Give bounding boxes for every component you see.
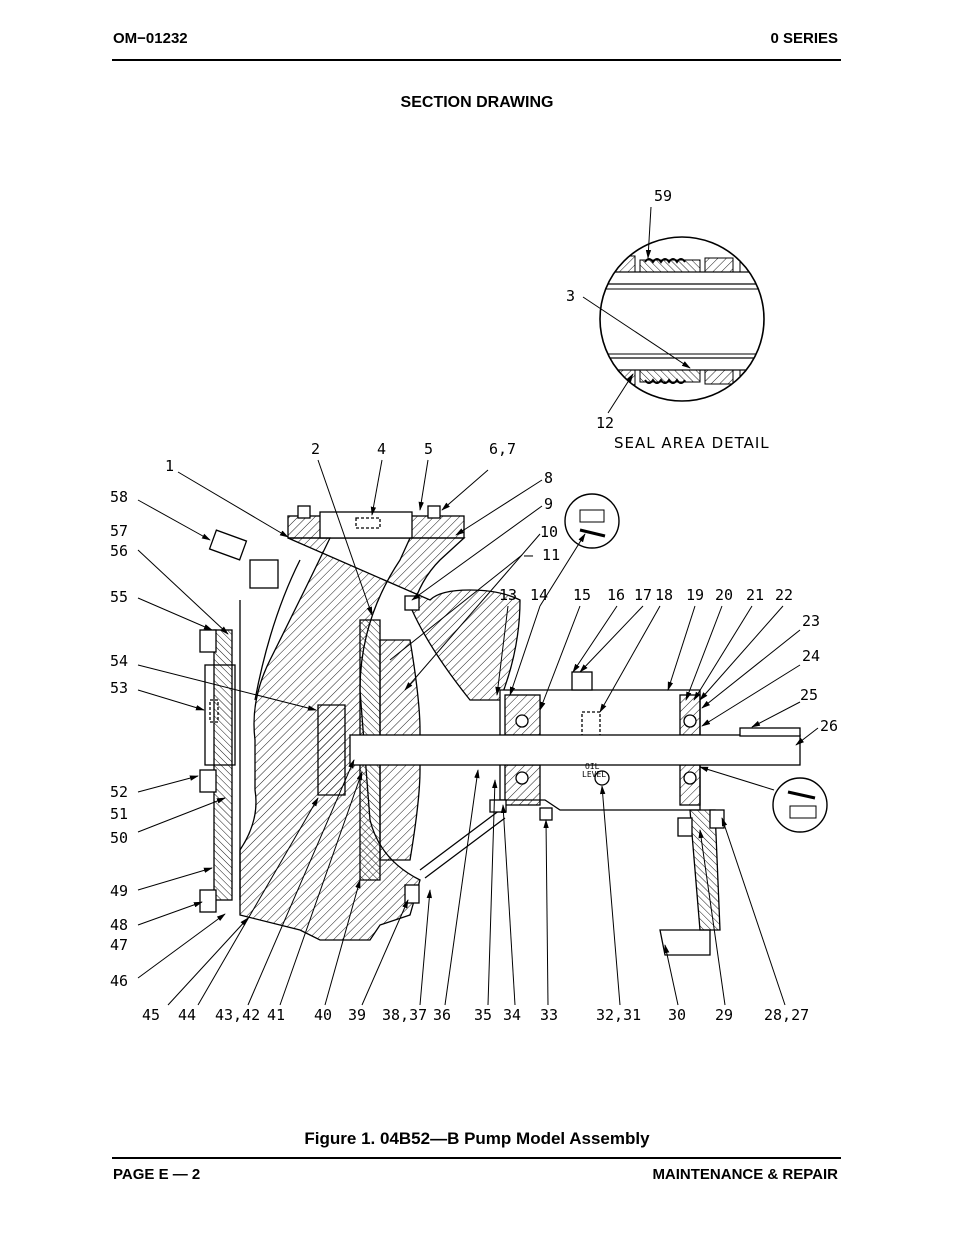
callout-45: 45 — [142, 1006, 160, 1024]
seal-area-detail: 59 3 12 SEAL AREA DETAIL — [566, 187, 770, 452]
callout-43-42: 43,42 — [215, 1006, 260, 1024]
callout-57: 57 — [110, 522, 128, 540]
callout-47: 47 — [110, 936, 128, 954]
callout-1: 1 — [165, 457, 174, 475]
leader-lines — [137, 459, 819, 1006]
callout-15: 15 — [573, 586, 591, 604]
callout-46: 46 — [110, 972, 128, 990]
callout-17: 17 — [634, 586, 652, 604]
callout-9: 9 — [544, 495, 553, 513]
figure-caption: Figure 1. 04B52—B Pump Model Assembly — [304, 1129, 650, 1148]
callout-4: 4 — [377, 440, 386, 458]
callout-30: 30 — [668, 1006, 686, 1024]
callout-44: 44 — [178, 1006, 196, 1024]
callout-24: 24 — [802, 647, 820, 665]
callout-29: 29 — [715, 1006, 733, 1024]
callout-6-7: 6,7 — [489, 440, 516, 458]
pump-assembly — [199, 505, 801, 956]
callout-40: 40 — [314, 1006, 332, 1024]
callout-13: 13 — [499, 586, 517, 604]
footer-rule — [112, 1157, 841, 1159]
header-rule — [112, 59, 841, 61]
callout-49: 49 — [110, 882, 128, 900]
callout-41: 41 — [267, 1006, 285, 1024]
callout-39: 39 — [348, 1006, 366, 1024]
series-label: 0 SERIES — [770, 30, 838, 47]
callout-labels: 1 2 4 5 6,7 8 9 10 — 11 58 57 56 55 54 5… — [110, 440, 838, 1024]
callout-36: 36 — [433, 1006, 451, 1024]
callout-50: 50 — [110, 829, 128, 847]
callout-53: 53 — [110, 679, 128, 697]
detail-bubble-24 — [772, 777, 828, 833]
callout-35: 35 — [474, 1006, 492, 1024]
callout-56: 56 — [110, 542, 128, 560]
callout-38-37: 38,37 — [382, 1006, 427, 1024]
callout-16: 16 — [607, 586, 625, 604]
detail-callout-3: 3 — [566, 287, 575, 305]
callout-23: 23 — [802, 612, 820, 630]
callout-26: 26 — [820, 717, 838, 735]
page-number: PAGE E — 2 — [113, 1166, 201, 1183]
doc-number: OM−01232 — [113, 30, 188, 47]
callout-14: 14 — [530, 586, 548, 604]
callout-33: 33 — [540, 1006, 558, 1024]
callout-8: 8 — [544, 469, 553, 487]
detail-bubble-14 — [564, 493, 620, 549]
callout-5: 5 — [424, 440, 433, 458]
callout-52: 52 — [110, 783, 128, 801]
callout-48: 48 — [110, 916, 128, 934]
callout-51: 51 — [110, 805, 128, 823]
callout-54: 54 — [110, 652, 128, 670]
callout-28-27: 28,27 — [764, 1006, 809, 1024]
detail-title: SEAL AREA DETAIL — [614, 434, 770, 452]
callout-55: 55 — [110, 588, 128, 606]
callout-19: 19 — [686, 586, 704, 604]
oil-level-label-2: LEVEL — [582, 770, 606, 779]
callout-18: 18 — [655, 586, 673, 604]
callout-11: — 11 — [524, 546, 560, 564]
callout-20: 20 — [715, 586, 733, 604]
section-title: SECTION DRAWING — [400, 94, 554, 111]
callout-21: 21 — [746, 586, 764, 604]
callout-2: 2 — [311, 440, 320, 458]
callout-32-31: 32,31 — [596, 1006, 641, 1024]
callout-22: 22 — [775, 586, 793, 604]
callout-25: 25 — [800, 686, 818, 704]
oil-level-label-1: OIL — [585, 762, 600, 771]
callout-34: 34 — [503, 1006, 521, 1024]
detail-callout-59: 59 — [654, 187, 672, 205]
callout-10: 10 — [540, 523, 558, 541]
detail-callout-12: 12 — [596, 414, 614, 432]
callout-58: 58 — [110, 488, 128, 506]
section-name: MAINTENANCE & REPAIR — [652, 1166, 838, 1183]
